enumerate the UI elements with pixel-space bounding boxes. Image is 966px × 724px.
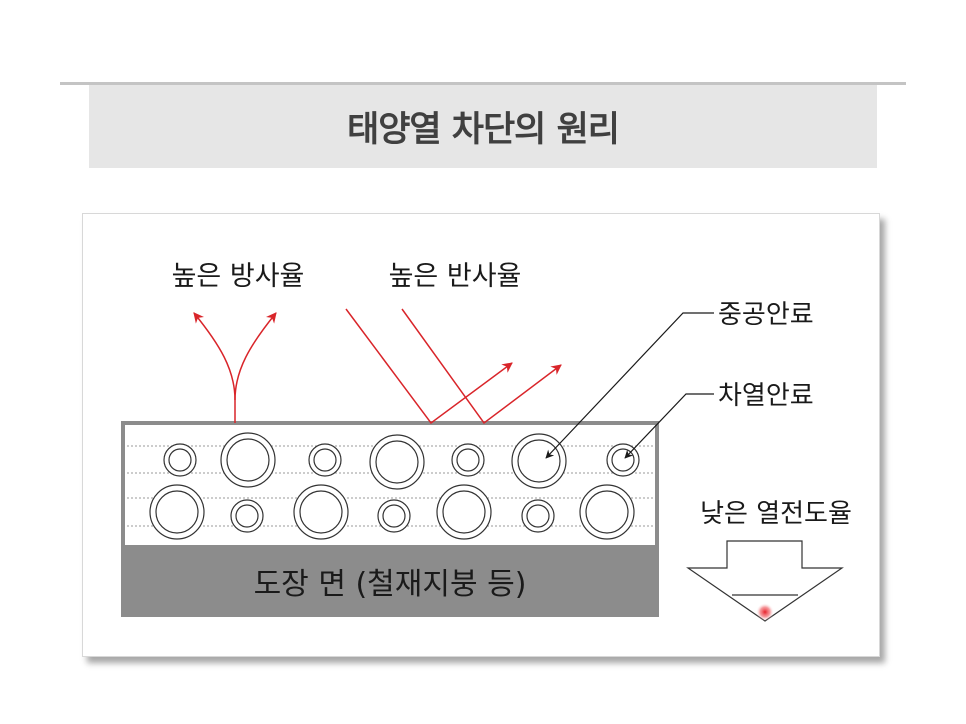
pigment-particle [149,484,205,540]
pigment-particle [230,499,264,533]
emission-arrow-left [193,312,236,423]
emission-arrows [193,312,277,423]
hollow-pigment-label: 중공안료 [718,300,814,330]
pigment-particle [220,432,276,488]
pigment-particle [369,434,425,490]
pigment-particle [436,484,492,540]
reflection-arrow-1 [345,308,513,425]
pigment-particle [293,484,349,540]
pigment-particle [163,443,197,477]
pigment-particle [377,499,411,533]
hollow-pigment-leader [545,312,714,459]
title-band: 태양열 차단의 원리 [89,85,877,168]
pigment-particle [511,433,567,489]
reflection-arrows [345,308,562,425]
reflection-label: 높은 반사율 [389,261,522,292]
down-arrow-shape [686,540,844,622]
top-divider [60,82,906,85]
pigment-particle [451,443,485,477]
emission-arrow-right [234,312,277,401]
insulating-pigment-leader [624,393,714,459]
page-title: 태양열 차단의 원리 [347,110,620,150]
pigment-particle [521,499,555,533]
low-conductivity-label: 낮은 열전도율 [700,499,852,529]
insulating-pigment-label: 차열안료 [718,381,814,411]
pigment-particle [579,484,635,540]
pigment-row-top [163,432,640,490]
reflection-arrow-2 [401,308,562,425]
emission-label: 높은 방사율 [172,261,305,292]
hot-spot-icon [756,603,774,621]
pigment-row-bottom [149,484,635,540]
surface-label: 도장 면 (철재지붕 등) [254,567,527,602]
pigment-particle [308,443,342,477]
coated-surface [121,547,659,617]
